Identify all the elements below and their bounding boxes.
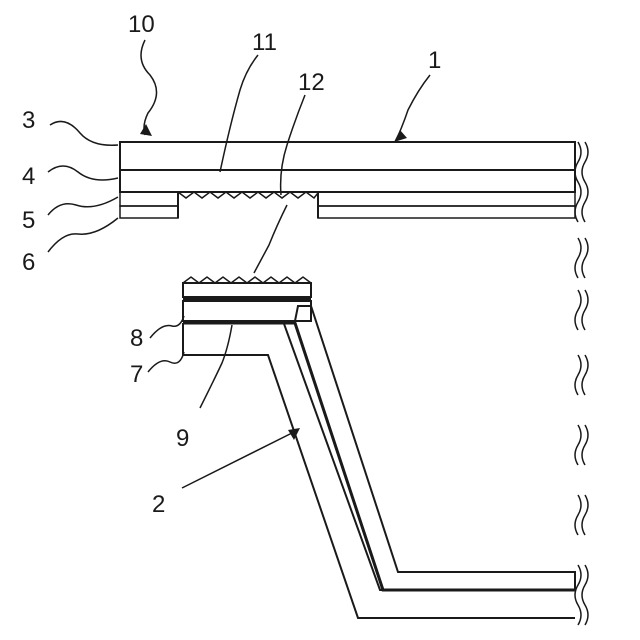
layer-8-coating bbox=[183, 306, 575, 590]
numeral-7: 7 bbox=[130, 361, 143, 388]
numeral-5: 5 bbox=[22, 207, 35, 234]
layer-5-right bbox=[318, 192, 575, 206]
numeral-8: 8 bbox=[130, 325, 143, 352]
numeral-9: 9 bbox=[176, 425, 189, 452]
numeral-1: 1 bbox=[428, 47, 441, 74]
member-1 bbox=[120, 142, 575, 218]
layer-6-left bbox=[120, 206, 178, 218]
numeral-4: 4 bbox=[22, 163, 35, 190]
reference-numerals: 10 11 12 1 3 4 5 6 8 7 9 2 bbox=[22, 11, 441, 518]
numeral-6: 6 bbox=[22, 249, 35, 276]
member-2 bbox=[183, 277, 575, 618]
layer-5-left bbox=[120, 192, 178, 206]
substrate-7-inner bbox=[295, 323, 575, 590]
layer-4 bbox=[120, 170, 575, 192]
lower-hatched-layer bbox=[183, 283, 311, 297]
numeral-11: 11 bbox=[252, 29, 277, 56]
layer-8-segment bbox=[183, 301, 311, 321]
layer-3 bbox=[120, 142, 575, 170]
numeral-3: 3 bbox=[22, 107, 35, 134]
numeral-12: 12 bbox=[298, 69, 325, 96]
numeral-10: 10 bbox=[128, 11, 155, 38]
layer-6-right bbox=[318, 206, 575, 218]
break-marks bbox=[575, 142, 588, 625]
numeral-2: 2 bbox=[152, 491, 165, 518]
leader-lines bbox=[48, 40, 430, 488]
